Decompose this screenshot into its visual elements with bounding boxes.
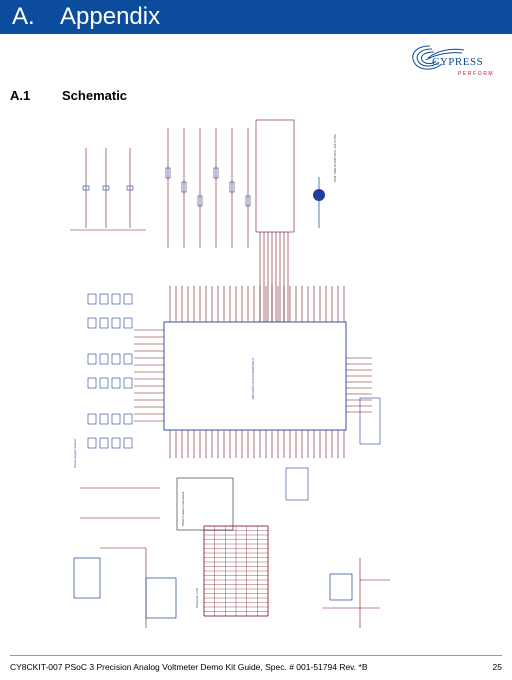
capacitor	[102, 185, 110, 191]
section-number: A.1	[10, 88, 31, 103]
pcb-info-label: PCB: PROTO-B15 PCA: 121-67702	[333, 134, 337, 182]
logo-tagline: PERFORM	[458, 71, 495, 77]
wires	[70, 128, 390, 628]
capacitor-bank	[123, 293, 133, 305]
capacitor-bank	[123, 353, 133, 365]
capacitor-bank	[87, 317, 97, 329]
header-title: A. Appendix	[12, 3, 161, 30]
capacitor	[82, 185, 90, 191]
page-number: 25	[492, 662, 502, 672]
capacitor	[126, 185, 134, 191]
resistor	[229, 181, 235, 193]
footer-text: CY8CKIT-007 PSoC 3 Precision Analog Volt…	[10, 662, 368, 672]
footer-rule	[10, 655, 502, 656]
power-ic	[73, 557, 101, 599]
resistor	[245, 195, 251, 207]
capacitor-bank	[123, 377, 133, 389]
capacitor-bank	[99, 437, 109, 449]
resistor	[181, 181, 187, 193]
capacitor-bank	[87, 377, 97, 389]
resistor	[197, 195, 203, 207]
capacitor-bank	[87, 437, 97, 449]
lcd-grid	[203, 525, 269, 617]
regulator-ic	[145, 577, 177, 619]
power-section-label: Power Supply Section	[73, 438, 77, 468]
capacitor-bank	[87, 353, 97, 365]
component-note-box	[176, 477, 234, 531]
capacitor-bank	[111, 317, 121, 329]
capacitor-bank	[111, 437, 121, 449]
capacitor-bank	[123, 413, 133, 425]
bottom-right-ic	[329, 573, 353, 601]
capacitor-bank	[111, 413, 121, 425]
lcd-label: Character LCD	[195, 587, 199, 608]
logo-wordmark: CYPRESS	[432, 56, 484, 68]
capacitor-bank	[111, 377, 121, 389]
capacitor-bank	[111, 293, 121, 305]
crystal-block	[285, 467, 309, 501]
capacitor-bank	[87, 413, 97, 425]
capacitor-bank	[87, 293, 97, 305]
capacitor-bank	[99, 377, 109, 389]
main-ic-body	[163, 321, 347, 431]
main-ic-label: CY8C3866AXI-040 (TQFP100)	[251, 358, 255, 399]
reset-block	[359, 397, 381, 445]
resistor	[213, 167, 219, 179]
capacitor-bank	[99, 317, 109, 329]
capacitor-bank	[123, 437, 133, 449]
cypress-logo-icon	[412, 45, 465, 70]
section-title: Schematic	[62, 88, 128, 103]
resistor	[165, 167, 171, 179]
component-note-label: PSoC Creator component	[181, 491, 185, 526]
capacitor-bank	[99, 293, 109, 305]
capacitor-bank	[123, 317, 133, 329]
components	[82, 167, 251, 449]
header-bar: A. Appendix	[0, 0, 512, 34]
capacitor-bank	[99, 353, 109, 365]
capacitor-bank	[111, 353, 121, 365]
note-box	[255, 119, 295, 233]
capacitor-bank	[99, 413, 109, 425]
schematic-diagram: CY8C3866AXI-040 (TQFP100) PCB: PROTO-B15…	[70, 119, 390, 628]
